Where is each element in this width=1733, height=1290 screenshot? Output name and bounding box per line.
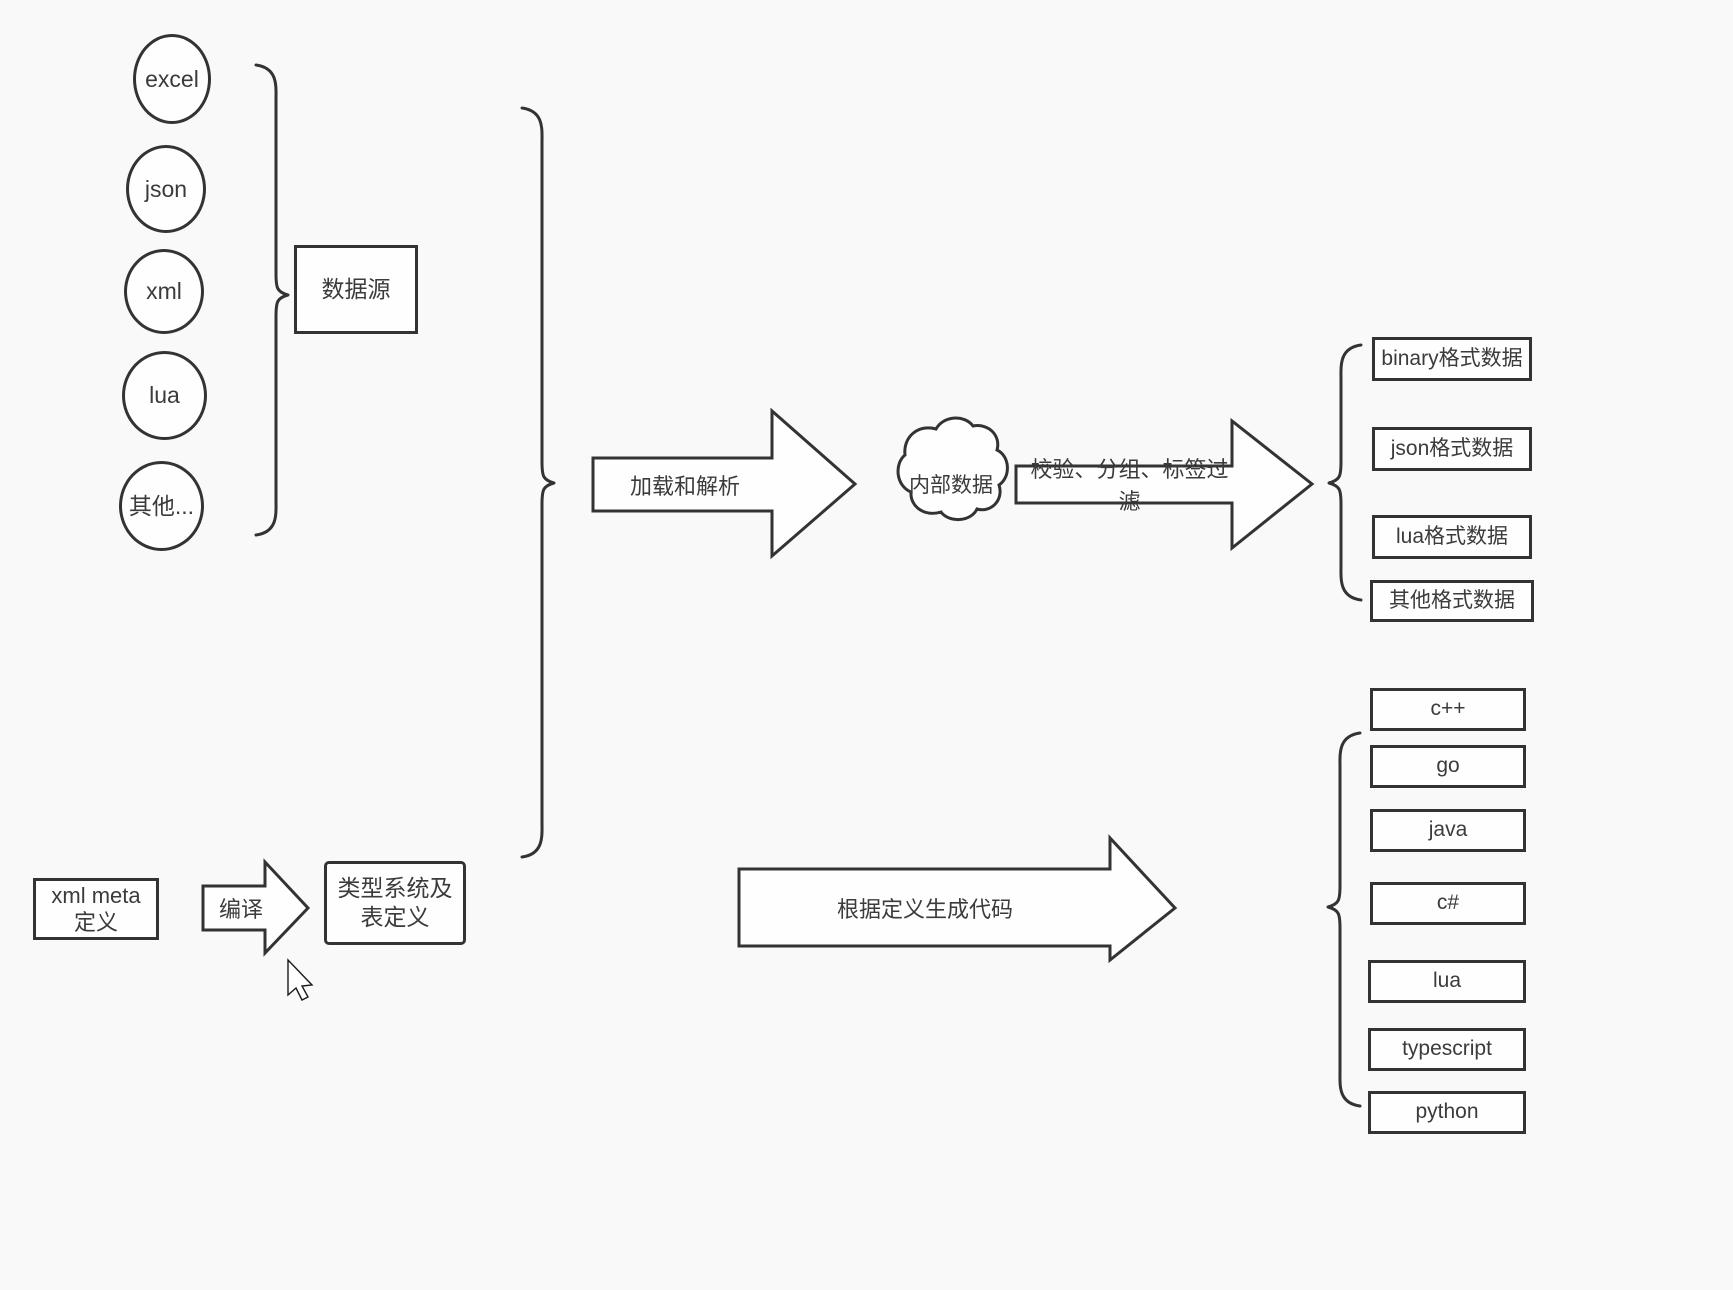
- code-box-typescript-label: typescript: [1402, 1037, 1492, 1061]
- output-box-other-label: 其他格式数据: [1389, 588, 1515, 612]
- output-box-json-label: json格式数据: [1390, 436, 1514, 460]
- xml-meta-definition-box[interactable]: xml meta定义: [33, 878, 159, 940]
- code-box-cpp-label: c++: [1430, 697, 1466, 721]
- code-box-csharp-label: c#: [1436, 891, 1460, 915]
- code-box-cpp[interactable]: c++: [1370, 688, 1526, 731]
- load-parse-arrow: [591, 407, 858, 560]
- output-box-binary-label: binary格式数据: [1381, 346, 1523, 370]
- source-node-other-label: 其他...: [128, 492, 195, 519]
- output-box-lua[interactable]: lua格式数据: [1372, 515, 1532, 559]
- mouse-cursor-icon: [287, 958, 314, 1001]
- source-node-json[interactable]: json: [126, 145, 206, 233]
- source-node-json-label: json: [144, 175, 188, 202]
- type-system-box[interactable]: 类型系统及表定义: [324, 861, 466, 945]
- source-node-excel[interactable]: excel: [133, 34, 211, 124]
- source-node-xml-label: xml: [146, 278, 182, 305]
- data-source-box[interactable]: 数据源: [294, 245, 418, 334]
- code-box-python-label: python: [1415, 1100, 1479, 1124]
- output-box-lua-label: lua格式数据: [1395, 524, 1509, 548]
- internal-data-cloud: [896, 416, 1009, 521]
- source-node-other[interactable]: 其他...: [119, 461, 204, 551]
- code-box-lua-label: lua: [1432, 969, 1462, 993]
- code-box-go[interactable]: go: [1370, 745, 1526, 788]
- data-source-box-label: 数据源: [321, 276, 391, 303]
- source-node-excel-label: excel: [145, 65, 199, 92]
- output-box-json[interactable]: json格式数据: [1372, 427, 1532, 471]
- filter-arrow: [1014, 417, 1315, 552]
- codegen-arrow: [737, 834, 1178, 964]
- code-box-java[interactable]: java: [1370, 809, 1526, 852]
- output-box-other[interactable]: 其他格式数据: [1370, 580, 1534, 622]
- source-node-xml[interactable]: xml: [124, 249, 204, 334]
- data-format-brace: [1327, 343, 1363, 602]
- input-group-brace: [520, 106, 556, 859]
- code-box-python[interactable]: python: [1368, 1091, 1526, 1134]
- type-system-label: 类型系统及表定义: [337, 875, 453, 930]
- code-box-csharp[interactable]: c#: [1370, 882, 1526, 925]
- compile-arrow: [201, 858, 311, 957]
- source-node-lua-label: lua: [149, 382, 180, 409]
- source-group-brace: [254, 63, 290, 537]
- code-box-java-label: java: [1428, 818, 1468, 842]
- source-node-lua[interactable]: lua: [122, 351, 207, 440]
- code-box-lua[interactable]: lua: [1368, 960, 1526, 1003]
- code-box-go-label: go: [1436, 754, 1460, 778]
- xml-meta-definition-label: xml meta定义: [51, 882, 141, 936]
- code-box-typescript[interactable]: typescript: [1368, 1028, 1526, 1071]
- output-box-binary[interactable]: binary格式数据: [1372, 337, 1532, 381]
- code-language-brace: [1326, 731, 1362, 1108]
